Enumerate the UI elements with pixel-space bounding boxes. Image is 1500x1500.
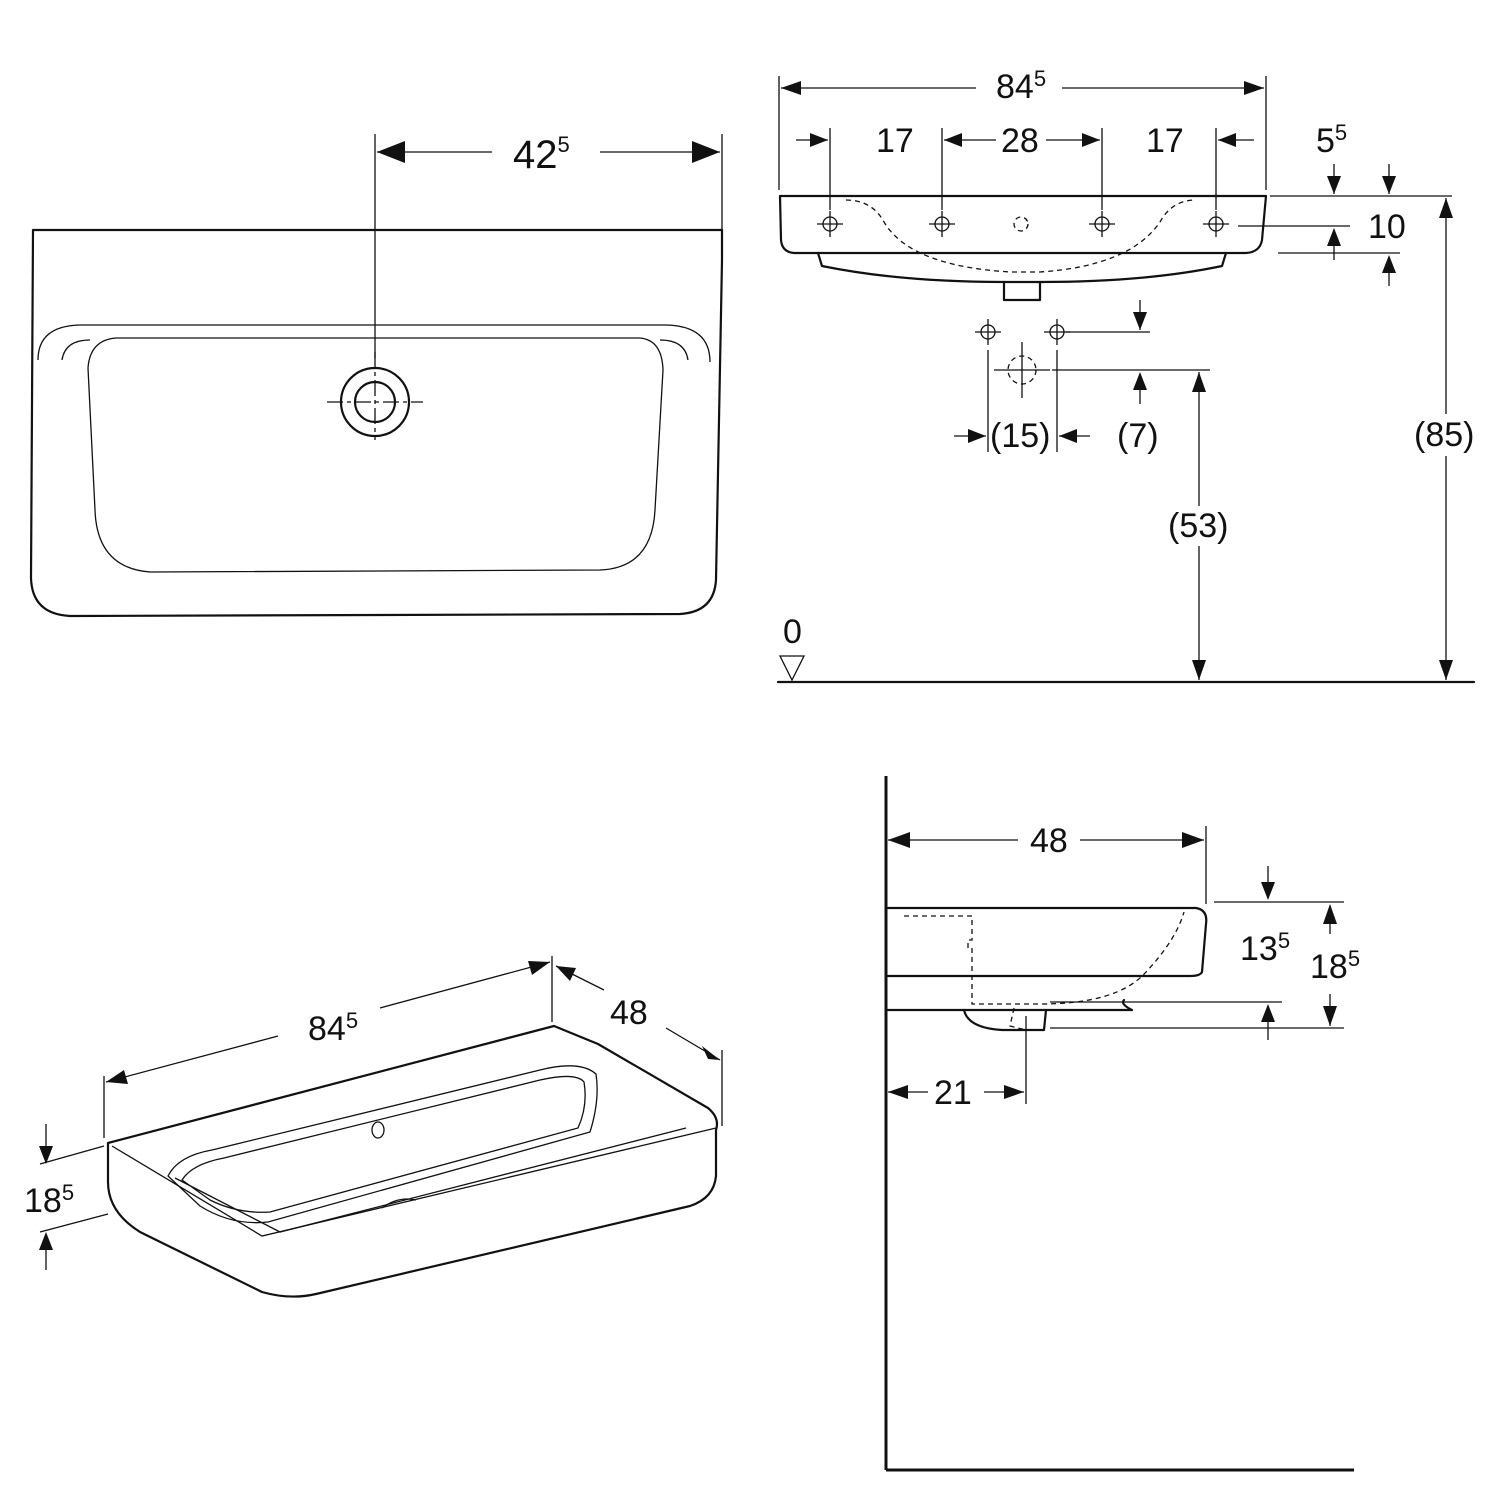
- iso-basin-body: [106, 1128, 718, 1298]
- iso-front-edge: [111, 1127, 717, 1237]
- dim-85: (85): [1414, 416, 1474, 454]
- dimension-85: (85): [1414, 198, 1474, 680]
- dimension-48-side: 48: [888, 822, 1207, 904]
- svg-text:185: 185: [1310, 946, 1360, 986]
- side-dim-18-value: 18: [1310, 948, 1348, 986]
- iso-drain: [381, 1198, 417, 1209]
- svg-text:845: 845: [308, 1008, 358, 1048]
- side-view: 48 135 185 21: [884, 776, 1360, 1472]
- side-dim-18-sup: 5: [1348, 946, 1360, 971]
- basin-outline: [29, 228, 724, 618]
- dimension-15: (15): [954, 350, 1090, 455]
- basin-front-outline: [778, 194, 1268, 255]
- dim-17-right: 17: [1146, 122, 1184, 160]
- dimension-18-5-iso: 185: [24, 1124, 109, 1270]
- svg-text:185: 185: [24, 1180, 74, 1220]
- top-view: 425: [29, 132, 724, 618]
- dim-42-sup: 5: [558, 132, 570, 157]
- drain-symbol: [327, 352, 423, 440]
- basin-front-underside: [816, 251, 1228, 284]
- iso-dim-18-value: 18: [24, 1182, 62, 1220]
- dim-7: (7): [1117, 417, 1159, 455]
- dim-17-left: 17: [876, 122, 914, 160]
- dimension-84-5-front: 845: [781, 66, 1264, 106]
- dim-5-value: 5: [1316, 122, 1335, 160]
- side-dim-48: 48: [1030, 822, 1068, 860]
- dimension-42-5: 425: [377, 132, 720, 177]
- svg-text:425: 425: [513, 132, 570, 177]
- iso-dim-84-sup: 5: [346, 1008, 358, 1033]
- bowl-hidden-line: [845, 199, 1197, 273]
- dimension-hole-spacings: 17 28 17: [796, 122, 1254, 160]
- dim-84-value: 84: [996, 68, 1034, 106]
- svg-text:135: 135: [1240, 928, 1290, 968]
- iso-dim-18-sup: 5: [62, 1180, 74, 1205]
- dim-15: (15): [990, 417, 1050, 455]
- svg-text:55: 55: [1316, 120, 1347, 160]
- drain-waste: [1002, 280, 1042, 302]
- floor-level: 0: [776, 613, 1476, 684]
- bowl-edge-left: [61, 339, 91, 361]
- dimension-84-5-iso: 845: [103, 956, 553, 1138]
- tap-holes: [816, 210, 1230, 238]
- dimension-48-iso: 48: [555, 965, 723, 1126]
- wall-connection-holes: [974, 318, 1071, 398]
- side-basin-under: [962, 1008, 1048, 1032]
- side-basin-outline: [886, 906, 1208, 978]
- iso-overflow: [371, 1121, 385, 1139]
- basin-rim-inner: [37, 324, 711, 363]
- side-dim-13-value: 13: [1240, 930, 1278, 968]
- dimension-10: 10: [1238, 208, 1406, 286]
- front-view: 845 17 28 17 55: [776, 66, 1476, 684]
- side-bowl-hidden: [904, 911, 1185, 1005]
- iso-dim-48: 48: [610, 994, 648, 1032]
- iso-basin-top: [106, 1024, 719, 1145]
- basin-bowl: [87, 337, 664, 573]
- dim-0: 0: [783, 613, 802, 651]
- iso-bowl: [167, 1065, 598, 1224]
- side-dim-21: 21: [934, 1074, 972, 1112]
- iso-bowl-ledge: [174, 1127, 687, 1233]
- dim-53: (53): [1168, 507, 1228, 545]
- dim-42-value: 42: [513, 133, 558, 177]
- dimension-5-5: 55: [1270, 120, 1452, 197]
- svg-text:845: 845: [996, 66, 1046, 106]
- dimension-53: (53): [1168, 372, 1228, 680]
- side-drain: [1009, 1007, 1027, 1031]
- side-dim-13-sup: 5: [1278, 928, 1290, 953]
- dimension-21: 21: [888, 1016, 1027, 1112]
- dimension-13-5-18-5: 135 185: [1050, 866, 1360, 1040]
- iso-bowl-inner: [181, 1075, 586, 1213]
- dim-5-sup: 5: [1335, 120, 1347, 145]
- dimension-7: (7): [1052, 300, 1210, 455]
- iso-view: 845 48 185: [24, 956, 723, 1298]
- dim-84-sup: 5: [1034, 66, 1046, 91]
- dim-28: 28: [1001, 122, 1039, 160]
- side-basin-lower: [886, 998, 1134, 1012]
- iso-dim-84-value: 84: [308, 1010, 346, 1048]
- bowl-edge-right: [659, 339, 689, 361]
- dim-10: 10: [1368, 208, 1406, 246]
